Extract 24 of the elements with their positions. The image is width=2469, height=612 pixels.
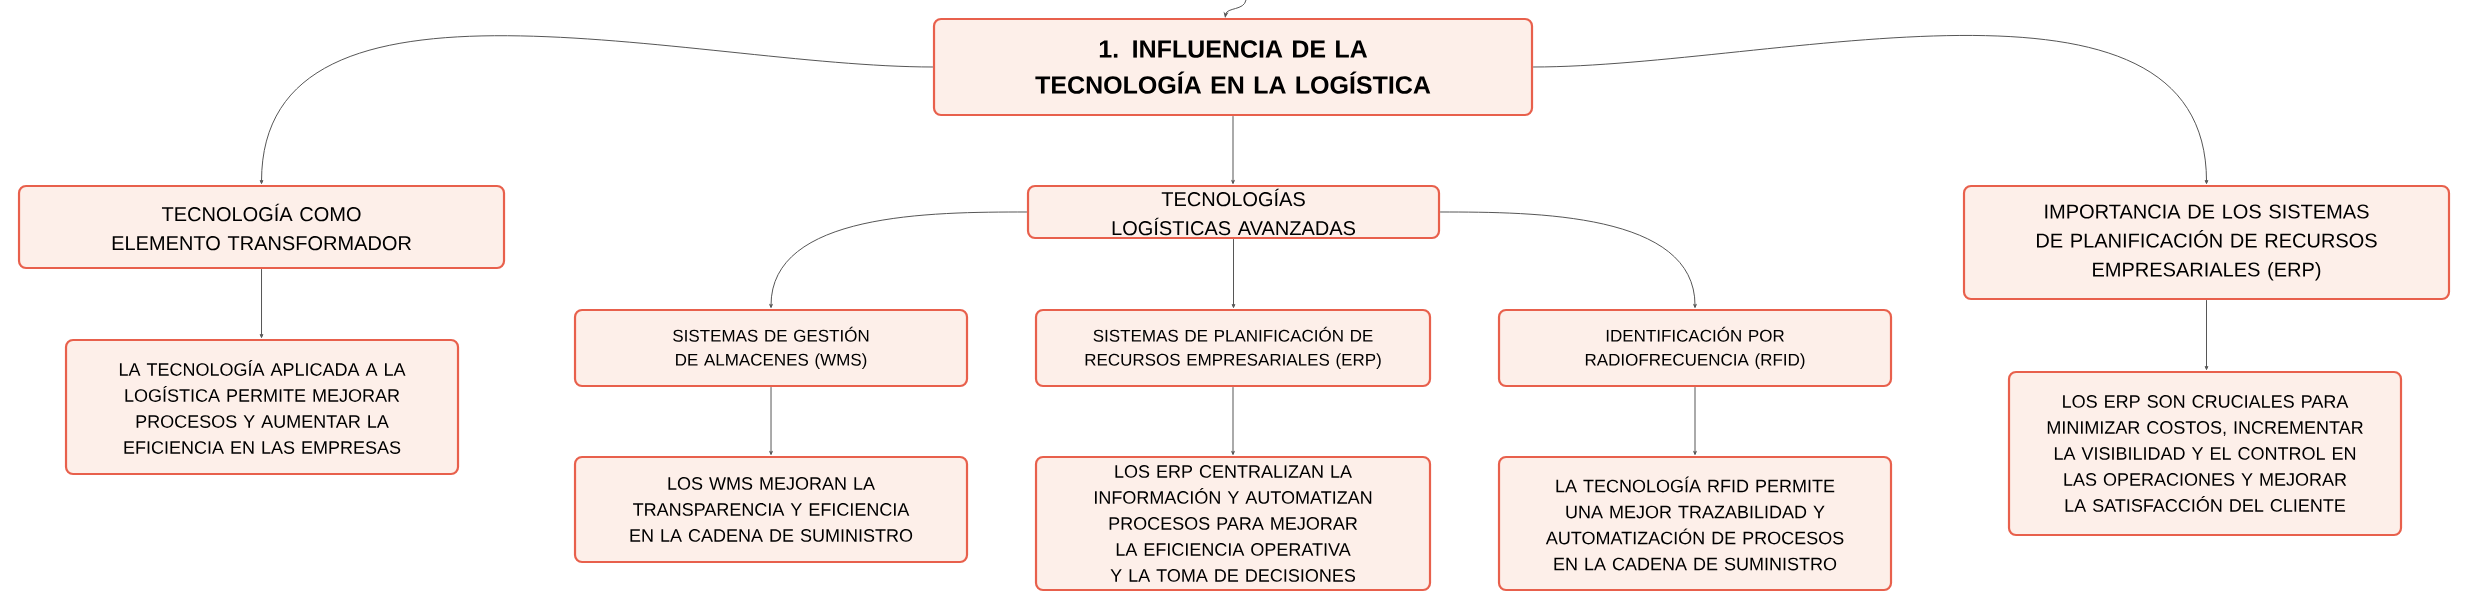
- connector: [1693, 386, 1697, 456]
- connector: [769, 211, 1028, 309]
- description-box: LOS WMS MEJORAN LA TRANSPARENCIA Y EFICIENCIA EN LA CADENA DE SUMINISTRO: [573, 455, 969, 564]
- description-box: LA TECNOLOGÍA RFID PERMITE UNA MEJOR TRAZABILIDAD Y AUTOMATIZACIÓN DE PROCESOS EN LA CADENA DE SUMINISTRO: [1497, 455, 1893, 592]
- connector: [1439, 211, 1697, 309]
- topic-box: IMPORTANCIA DE LOS SISTEMAS DE PLANIFICACIÓN DE RECURSOS EMPRESARIALES (ERP): [1962, 184, 2451, 301]
- topic-box: TECNOLOGÍAS LOGÍSTICAS AVANZADAS: [1026, 184, 1441, 240]
- topic-box: TECNOLOGÍA COMO ELEMENTO TRANSFORMADOR: [17, 184, 506, 270]
- subtopic-box: SISTEMAS DE GESTIÓN DE ALMACENES (WMS): [573, 308, 969, 388]
- connector: [769, 386, 773, 456]
- connector: [1532, 34, 2209, 185]
- connector: [1223, 0, 1247, 18]
- connector: [1231, 115, 1235, 185]
- connector: [259, 35, 934, 185]
- subtopic-box: SISTEMAS DE PLANIFICACIÓN DE RECURSOS EMPRESARIALES (ERP): [1034, 308, 1432, 388]
- description-box: LA TECNOLOGÍA APLICADA A LA LOGÍSTICA PERMITE MEJORAR PROCESOS Y AUMENTAR LA EFICIENCIA EN LAS EMPRESAS: [64, 338, 460, 476]
- connector: [2204, 299, 2209, 371]
- connector: [1231, 386, 1235, 456]
- subtopic-box: IDENTIFICACIÓN POR RADIOFRECUENCIA (RFID): [1497, 308, 1893, 388]
- description-box: LOS ERP CENTRALIZAN LA INFORMACIÓN Y AUTOMATIZAN PROCESOS PARA MEJORAR LA EFICIENCIA OPERATIVA Y LA TOMA DE DECISIONES: [1034, 455, 1432, 592]
- description-box: LOS ERP SON CRUCIALES PARA MINIMIZAR COSTOS, INCREMENTAR LA VISIBILIDAD Y EL CONTROL EN LAS OPERACIONES Y MEJORAR LA SATISFACCIÓN DEL CLIENTE: [2007, 370, 2403, 537]
- connector: [259, 268, 264, 339]
- title-box: 1. INFLUENCIA DE LA TECNOLOGÍA EN LA LOGÍSTICA: [932, 17, 1534, 117]
- connector: [1231, 238, 1236, 309]
